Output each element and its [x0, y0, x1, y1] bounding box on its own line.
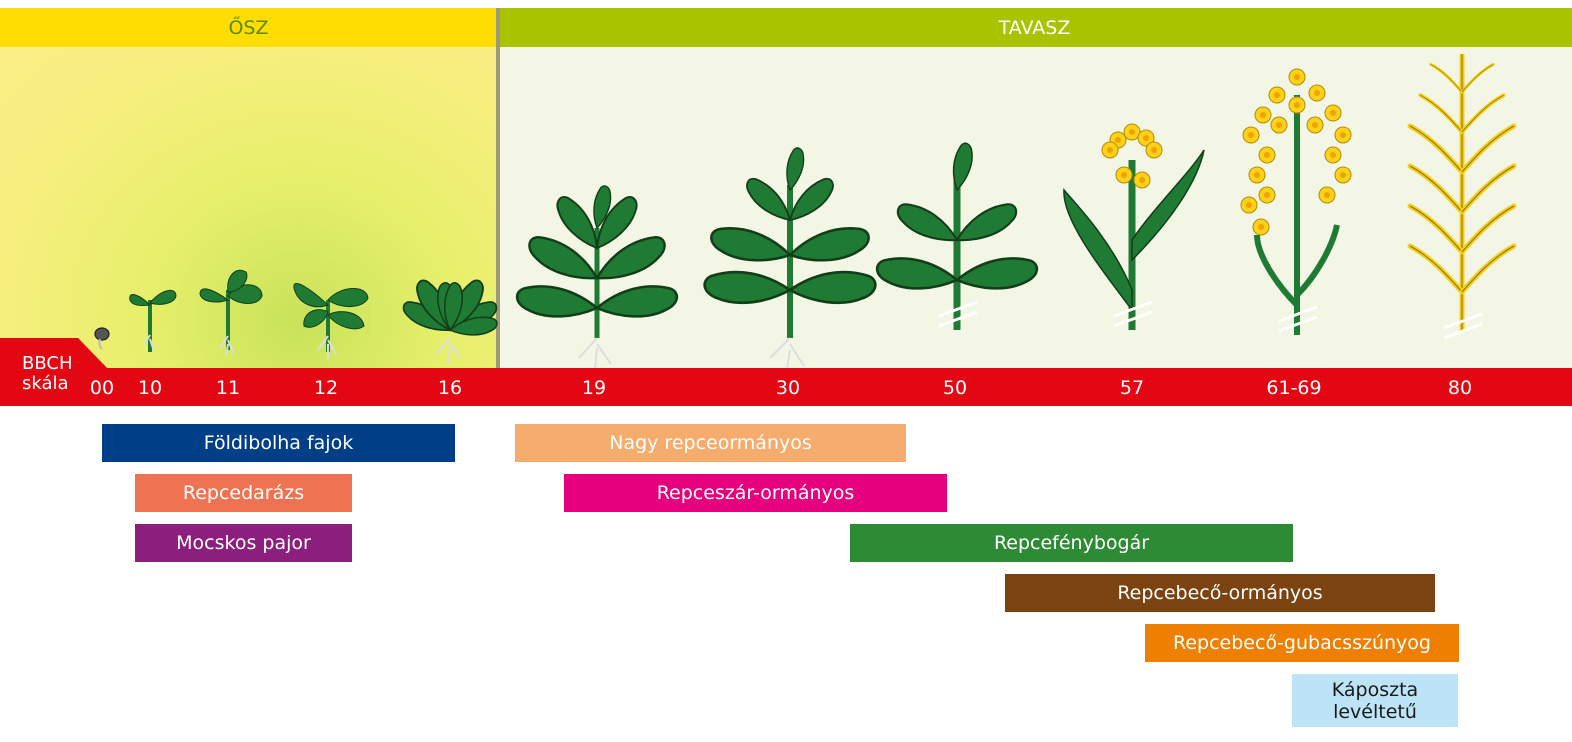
- plant-stage-30: [701, 146, 879, 370]
- stage-label: 10: [137, 377, 163, 399]
- pest-bar-mocskos-pajor: Mocskos pajor: [135, 524, 352, 562]
- season-spring-band: TAVASZ: [497, 8, 1572, 47]
- bbch-tab: [0, 338, 108, 369]
- stage-label: 80: [1447, 377, 1473, 399]
- pest-bar-repcebeco-gubacsszunyog: Repcebecő-gubacsszúnyog: [1145, 624, 1459, 662]
- pest-label: Nagy repceormányos: [609, 432, 812, 454]
- pest-bar-nagy-repceormanyos: Nagy repceormányos: [515, 424, 906, 462]
- pest-bar-repcedarazs: Repcedarázs: [135, 474, 352, 512]
- bbch-scale-bar: [0, 368, 1572, 406]
- plant-stage-11: [199, 269, 263, 357]
- season-autumn-label: ŐSZ: [228, 16, 269, 39]
- stage-label: 11: [215, 377, 241, 399]
- bbch-scale-label: BBCH skála: [22, 354, 72, 394]
- plant-stage-16: [398, 275, 502, 365]
- pest-label: Földibolha fajok: [203, 432, 354, 454]
- plant-stage-10: [129, 289, 177, 352]
- stage-label: 12: [313, 377, 339, 399]
- pest-bar-kaposzta-leveltetu: Káposzta levéltetű: [1292, 674, 1458, 727]
- plant-stage-00: [94, 327, 110, 350]
- plant-stage-61-69: [1240, 68, 1352, 335]
- plant-stage-19: [513, 184, 681, 370]
- bbch-label-line1: BBCH: [22, 353, 73, 374]
- pest-label: Mocskos pajor: [176, 532, 311, 554]
- season-divider: [496, 8, 500, 368]
- spring-background: [500, 47, 1572, 368]
- stage-label: 00: [89, 377, 115, 399]
- pest-bar-foldibolha: Földibolha fajok: [102, 424, 455, 462]
- pest-label: Repcebecő-ormányos: [1117, 582, 1323, 604]
- pest-label: Repcedarázs: [182, 482, 305, 504]
- pest-bar-repcefenybogar: Repcefénybogár: [850, 524, 1293, 562]
- growth-stage-illustrations: [94, 54, 1572, 370]
- plant-stage-50: [873, 141, 1041, 330]
- stage-label: 19: [581, 377, 607, 399]
- season-spring-label: TAVASZ: [998, 16, 1071, 39]
- pest-label: Repcefénybogár: [993, 532, 1150, 554]
- stage-label: 50: [942, 377, 968, 399]
- stage-label: 57: [1119, 377, 1145, 399]
- stage-label: 16: [437, 377, 463, 399]
- plant-stage-12: [293, 282, 369, 360]
- pest-label: Repceszár-ormányos: [656, 482, 855, 504]
- pest-bar-repceszar-ormanyos: Repceszár-ormányos: [564, 474, 947, 512]
- pest-label: Repcebecő-gubacsszúnyog: [1173, 632, 1431, 654]
- plant-stage-57: [1063, 123, 1205, 330]
- stage-label: 30: [775, 377, 801, 399]
- bbch-label-line2: skála: [22, 373, 69, 394]
- plant-stage-80: [1410, 54, 1514, 340]
- stage-label: 61-69: [1266, 377, 1322, 399]
- pest-bar-repcebeco-ormanyos: Repcebecő-ormányos: [1005, 574, 1435, 612]
- pest-label: Káposzta levéltetű: [1331, 678, 1419, 723]
- season-autumn-band: ŐSZ: [0, 8, 497, 47]
